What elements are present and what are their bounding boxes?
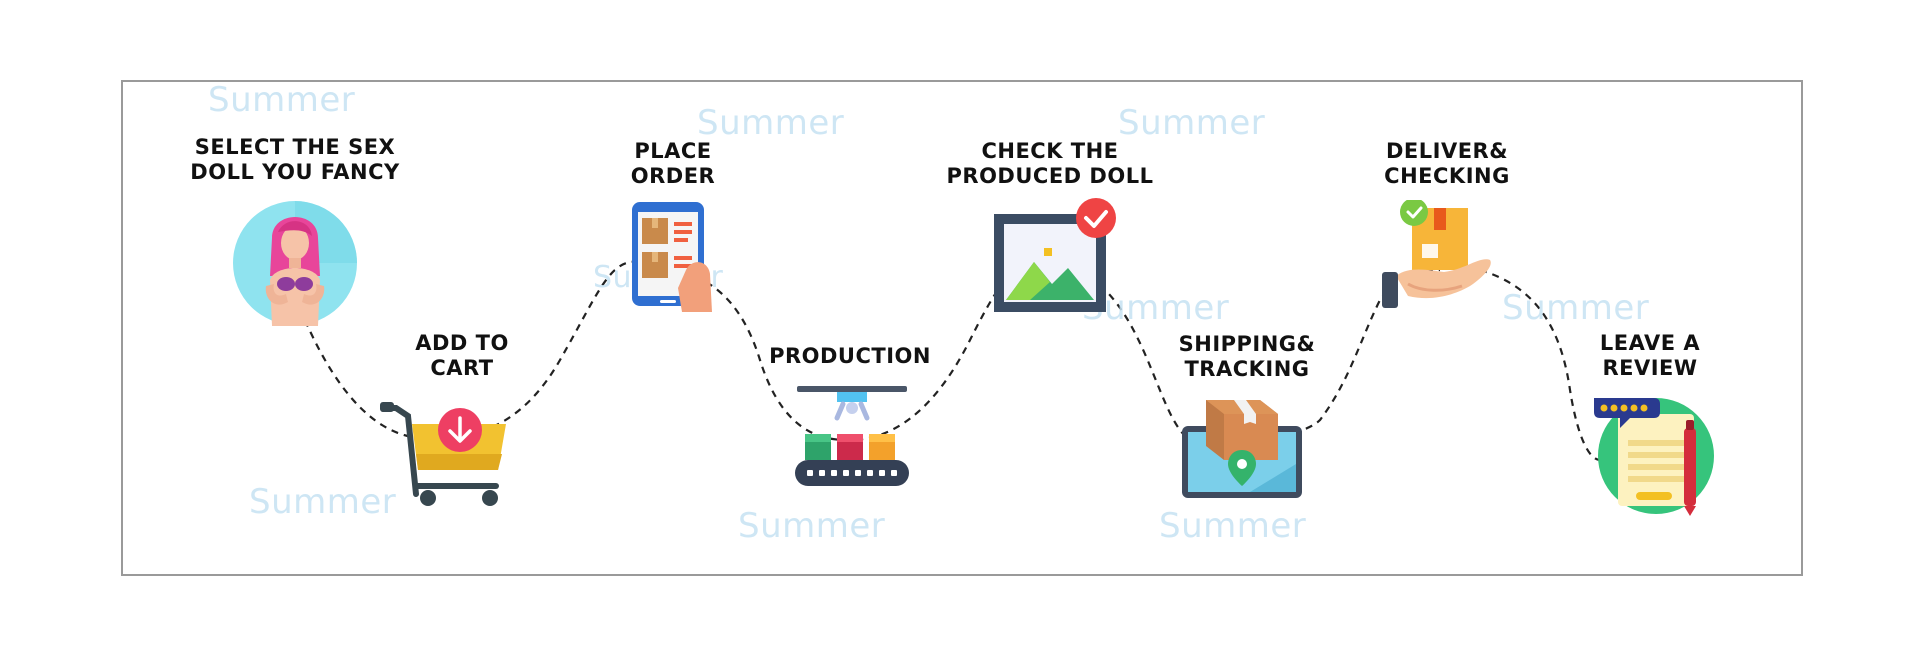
step-label-place-order: PLACE ORDER xyxy=(630,139,716,188)
doll-icon xyxy=(233,201,357,326)
diagram-frame xyxy=(121,80,1803,576)
review-icon xyxy=(1594,398,1714,516)
conveyor-belt-icon xyxy=(795,386,909,486)
step-label-leave-review: LEAVE A REVIEW xyxy=(1599,331,1701,380)
step-label-shipping-tracking: SHIPPING& TRACKING xyxy=(1178,332,1316,381)
phone-order-icon xyxy=(632,202,712,312)
shopping-cart-icon xyxy=(380,402,506,506)
step-label-production: PRODUCTION xyxy=(769,344,931,368)
picture-check-icon xyxy=(994,198,1116,312)
step-label-add-to-cart: ADD TO CART xyxy=(415,331,509,380)
step-label-deliver-checking: DELIVER& CHECKING xyxy=(1384,139,1510,188)
step-label-select-doll: SELECT THE SEX DOLL YOU FANCY xyxy=(190,135,400,184)
step-label-check-doll: CHECK THE PRODUCED DOLL xyxy=(946,139,1154,188)
package-tracking-icon xyxy=(1182,400,1302,498)
hand-package-icon xyxy=(1382,200,1491,308)
